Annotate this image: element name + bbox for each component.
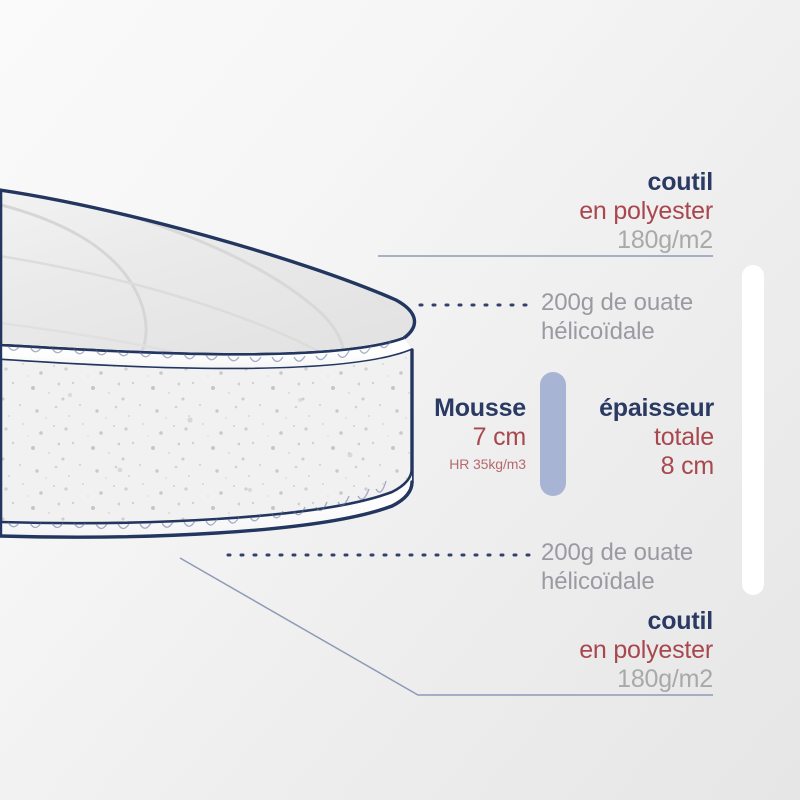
- total-thickness-line3: 8 cm: [660, 452, 715, 480]
- top-wadding-line1: 200g de ouate: [541, 289, 694, 316]
- callout-foam: Mousse 7 cm HR 35kg/m3: [434, 394, 526, 472]
- leader-lines: [179, 255, 713, 696]
- bottom-wadding-band: [0, 467, 414, 539]
- callout-total-thickness: épaisseur totale 8 cm: [599, 394, 714, 481]
- bottom-wadding-line2: hélicoïdale: [541, 568, 655, 596]
- foam-thickness-bar: [540, 372, 566, 496]
- foam-line2: 7 cm: [472, 423, 527, 451]
- foam-line3: HR 35kg/m3: [449, 456, 526, 472]
- top-wadding-band: [0, 336, 413, 371]
- bottom-wadding-line1: 200g de ouate: [541, 539, 694, 566]
- callout-top-cover: coutil en polyester 180g/m2: [579, 168, 713, 255]
- top-wadding-line2: hélicoïdale: [541, 318, 655, 346]
- bottom-cover-leader: [179, 557, 713, 696]
- top-cover-line2: en polyester: [579, 197, 713, 225]
- foam-line1: Mousse: [434, 394, 526, 422]
- bottom-cover-line1: coutil: [647, 607, 714, 635]
- callout-bottom-wadding: 200g de ouate hélicoïdale: [541, 538, 693, 597]
- total-thickness-line1: épaisseur: [599, 394, 714, 422]
- mattress-top-quilt: [0, 188, 417, 356]
- total-thickness-line2: totale: [654, 423, 714, 451]
- top-cover-line1: coutil: [647, 168, 714, 196]
- callout-top-wadding: 200g de ouate hélicoïdale: [541, 288, 693, 347]
- bottom-cover-line2: en polyester: [579, 636, 713, 664]
- bottom-cover-line3: 180g/m2: [617, 665, 713, 693]
- total-thickness-bar: [742, 265, 764, 595]
- top-cover-line3: 180g/m2: [617, 226, 713, 254]
- callout-bottom-cover: coutil en polyester 180g/m2: [579, 607, 713, 694]
